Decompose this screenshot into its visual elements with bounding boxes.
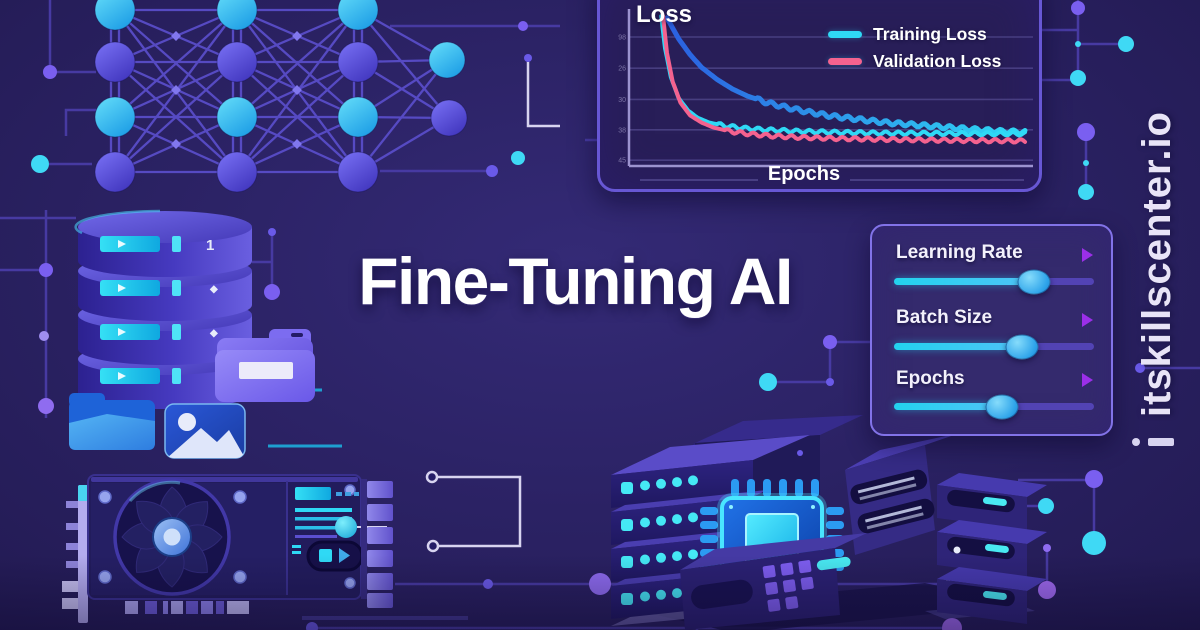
svg-text:30: 30: [618, 97, 626, 104]
slider-knob[interactable]: [1017, 269, 1051, 294]
server-box-right: [845, 433, 960, 555]
svg-text:45: 45: [618, 158, 626, 165]
server-cluster-illustration: [611, 415, 1047, 630]
legend-label: Validation Loss: [873, 51, 1002, 71]
epochs-slider[interactable]: [894, 394, 1094, 419]
server-stack-left: [611, 435, 810, 619]
page-title: Fine-Tuning AI: [358, 244, 793, 318]
hyperparameter-panel: Learning Rate Batch Size Epochs: [870, 224, 1113, 436]
gpu-fan: [113, 478, 231, 596]
batch-size-label: Batch Size: [896, 307, 993, 328]
site-watermark: itskillscenter.io: [1126, 58, 1188, 470]
gpu-power-button: [306, 540, 364, 572]
epochs-expand-arrow-icon[interactable]: [1082, 373, 1093, 387]
loss-chart-panel: 98 26 30 38 45 Loss Epochs Training Loss Val…: [597, 0, 1042, 192]
chart-y-axis-label: Loss: [636, 1, 693, 28]
db-badge: ◆: [209, 328, 218, 339]
server-stack-right: [937, 473, 1047, 624]
folder-icon-blue: [69, 393, 155, 450]
slider-fill: [894, 343, 1022, 350]
epochs-label: Epochs: [896, 368, 965, 389]
neural-network-diagram: [94, 0, 468, 193]
training-loss-swatch: [828, 31, 862, 38]
svg-text:98: 98: [618, 35, 626, 42]
db-badge: 1: [206, 237, 214, 254]
validation-loss-swatch: [828, 58, 862, 65]
chart-legend: Training Loss Validation Loss: [828, 21, 1001, 75]
db-badge: ◆: [209, 284, 218, 295]
server-box-front: [680, 533, 867, 630]
database-stack-icon: ◆ ◆ 1: [74, 209, 252, 409]
legend-item-validation: Validation Loss: [828, 48, 1001, 75]
slider-fill: [894, 278, 1034, 285]
folder-and-image-icons: [69, 329, 315, 459]
chart-x-axis-label: Epochs: [767, 163, 841, 185]
slider-knob[interactable]: [985, 394, 1019, 419]
svg-text:26: 26: [618, 66, 626, 73]
legend-item-training: Training Loss: [828, 21, 1001, 48]
folder-icon-purple: [215, 329, 315, 402]
svg-text:38: 38: [618, 127, 626, 134]
batch-size-expand-arrow-icon[interactable]: [1082, 313, 1093, 327]
learning-rate-slider[interactable]: [894, 269, 1094, 294]
batch-size-slider[interactable]: [894, 334, 1094, 359]
gpu-bracket: [62, 485, 88, 623]
site-watermark-text: itskillscenter.io: [1134, 110, 1179, 418]
learning-rate-label: Learning Rate: [896, 242, 1023, 263]
slider-knob[interactable]: [1005, 334, 1039, 359]
loss-chart-plot: 98 26 30 38 45: [618, 9, 1033, 181]
slider-fill: [894, 403, 1002, 410]
legend-label: Training Loss: [873, 24, 987, 44]
learning-rate-expand-arrow-icon[interactable]: [1082, 248, 1093, 262]
gpu-card-illustration: [62, 474, 393, 623]
image-icon: [164, 403, 246, 459]
